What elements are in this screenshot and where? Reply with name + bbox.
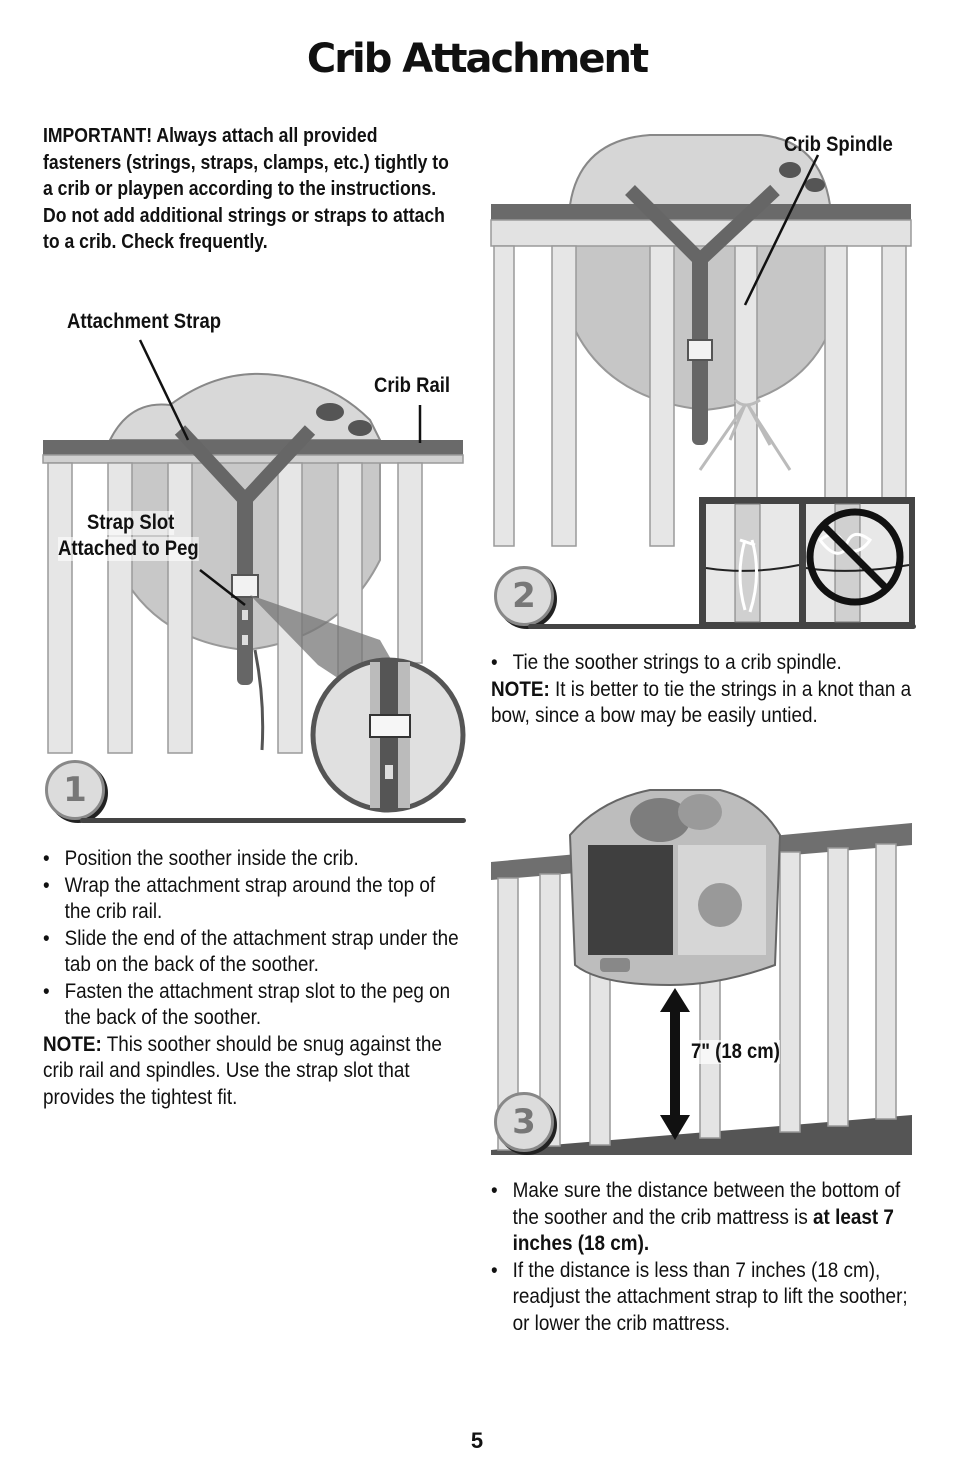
note-text: This soother should be snug against the … — [43, 1032, 442, 1109]
page-title: Crib Attachment — [306, 36, 649, 82]
step3-bullet: Make sure the distance between the botto… — [491, 1178, 914, 1258]
step2-instructions: Tie the soother strings to a crib spindl… — [491, 650, 914, 730]
step3-bullet1-text: Make sure the distance between the botto… — [512, 1179, 901, 1229]
step1-instructions: Position the soother inside the crib. Wr… — [43, 846, 462, 1111]
step3-number: 3 — [494, 1092, 554, 1152]
label-attached-to-peg: Attached to Peg — [58, 537, 199, 561]
step3-bullet1-bold: at least 7 inches (18 cm). — [512, 1205, 894, 1256]
page-number: 5 — [470, 1428, 484, 1453]
note-text: It is better to tie the strings in a kno… — [491, 677, 912, 728]
step3-bullet: If the distance is less than 7 inches (1… — [491, 1258, 914, 1338]
label-strap-slot: Strap Slot — [87, 511, 175, 535]
label-crib-rail: Crib Rail — [374, 374, 450, 397]
important-warning: IMPORTANT! Always attach all provided fa… — [43, 125, 449, 253]
step1-note: NOTE: This soother should be snug agains… — [43, 1032, 462, 1112]
step2-number: 2 — [494, 566, 554, 626]
step2-bullet: Tie the soother strings to a crib spindl… — [491, 650, 914, 677]
step1-number: 1 — [45, 760, 105, 820]
step2-note: NOTE: It is better to tie the strings in… — [491, 677, 914, 730]
note-label: NOTE: — [491, 677, 550, 701]
step1-bullet: Wrap the attachment strap around the top… — [43, 873, 462, 926]
step1-bullet: Fasten the attachment strap slot to the … — [43, 979, 462, 1032]
step1-divider — [80, 818, 466, 823]
step1-bullet: Position the soother inside the crib. — [43, 846, 462, 873]
label-attachment-strap: Attachment Strap — [67, 310, 222, 333]
step1-bullet: Slide the end of the attachment strap un… — [43, 926, 462, 979]
label-measurement: 7" (18 cm) — [691, 1040, 780, 1064]
note-label: NOTE: — [43, 1032, 102, 1056]
step2-divider — [528, 624, 916, 629]
step3-instructions: Make sure the distance between the botto… — [491, 1178, 914, 1337]
label-crib-spindle: Crib Spindle — [784, 133, 893, 156]
